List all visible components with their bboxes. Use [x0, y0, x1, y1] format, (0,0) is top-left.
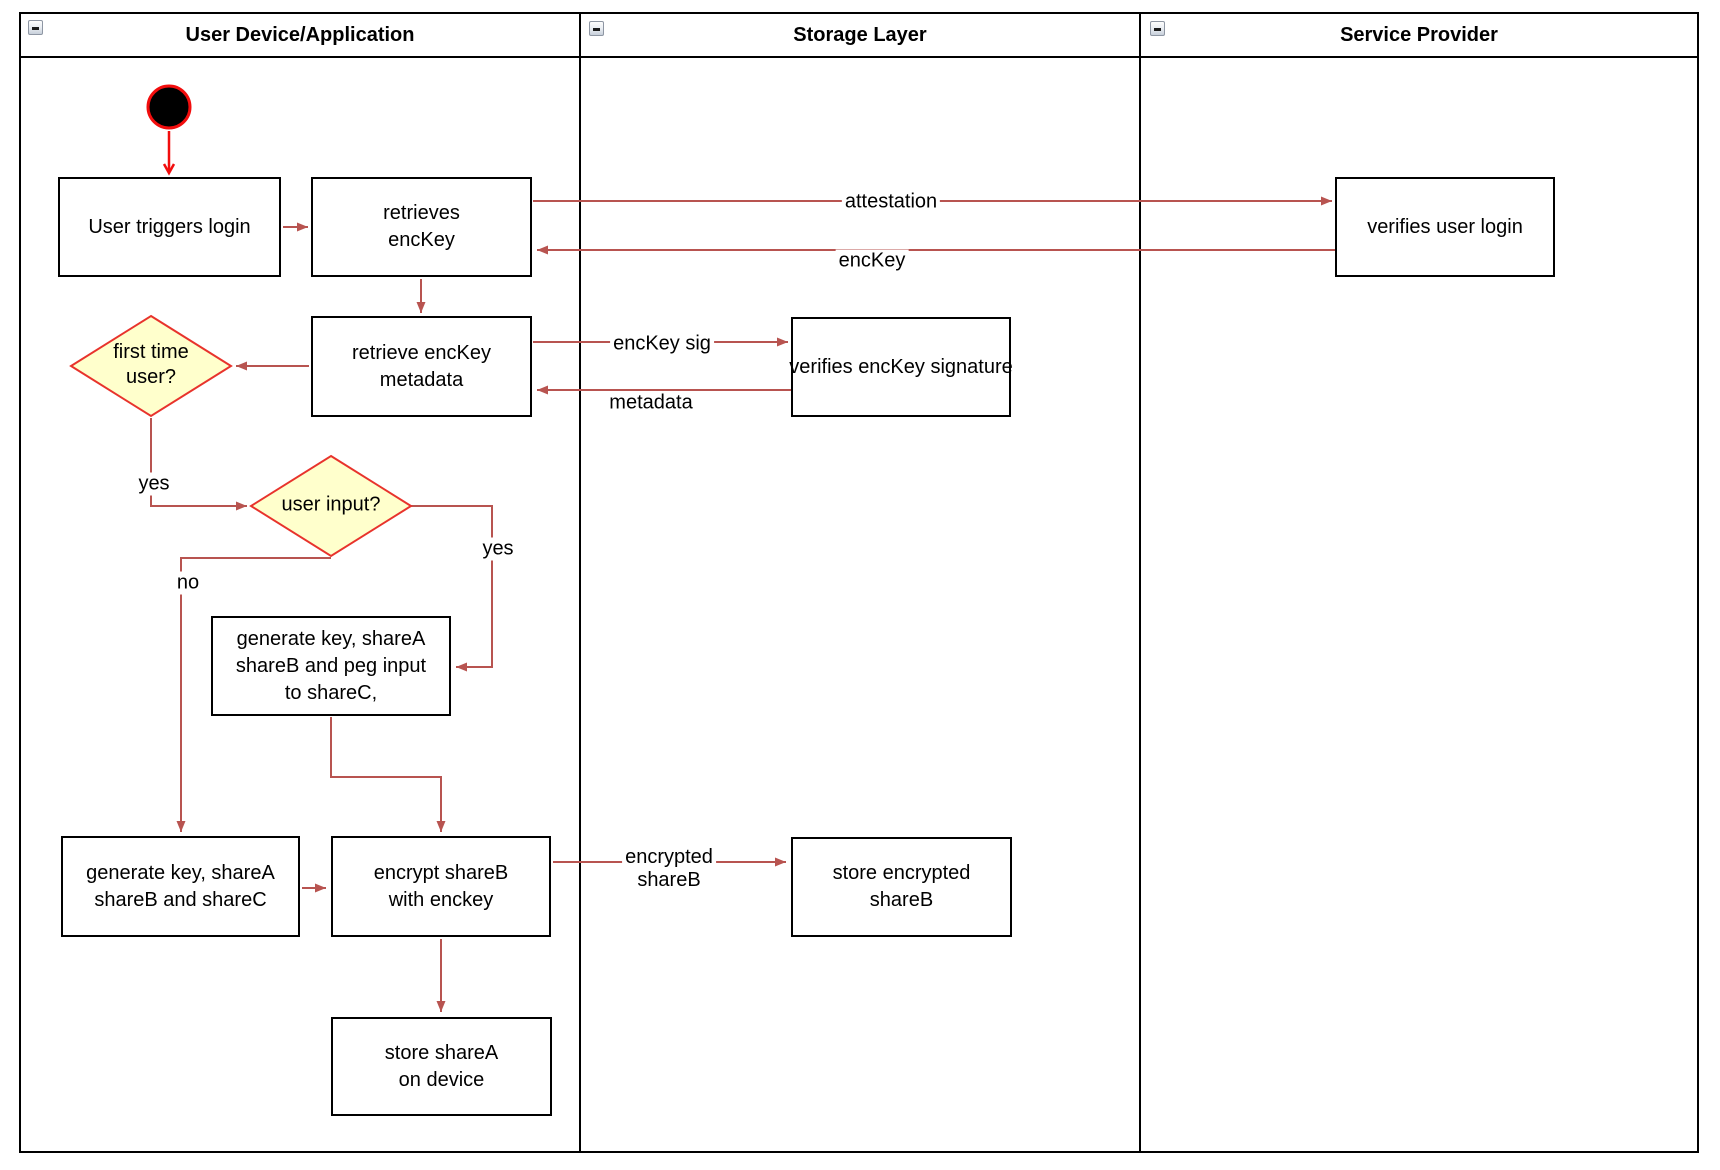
node-store-sharea[interactable]: store shareA on device	[331, 1017, 552, 1116]
edge-label-user-input-no: no	[173, 571, 203, 595]
decision-first-time-user[interactable]	[69, 314, 233, 418]
collapse-lane-1-icon[interactable]	[28, 20, 43, 35]
edge-firsttime-yes	[150, 418, 247, 511]
node-generate-key-abc[interactable]: generate key, shareA shareB and shareC	[61, 836, 300, 937]
edge-label-metadata: metadata	[609, 391, 693, 414]
node-encrypt-shareb[interactable]: encrypt shareB with enckey	[331, 836, 551, 937]
decision-first-time-user-label: first time user?	[113, 341, 189, 388]
edge-label-encrypted-shareb: encrypted shareB	[622, 846, 716, 892]
node-retrieve-enckey-metadata[interactable]: retrieve encKey metadata	[311, 316, 532, 417]
lane-title-service-provider: Service Provider	[1340, 23, 1498, 46]
lane-title-user-device: User Device/Application	[185, 23, 415, 46]
decision-user-input[interactable]	[249, 454, 413, 558]
node-generate-key-peg-input[interactable]: generate key, shareA shareB and peg inpu…	[211, 616, 451, 716]
start-node[interactable]	[146, 84, 192, 130]
collapse-lane-3-icon[interactable]	[1150, 21, 1165, 36]
node-store-encrypted-shareb[interactable]: store encrypted shareB	[791, 837, 1012, 937]
edge-label-enckey: encKey	[835, 249, 909, 273]
edge-label-enckey-sig: encKey sig	[610, 332, 714, 356]
edge-peg-to-encrypt	[330, 717, 446, 832]
node-verifies-user-login[interactable]: verifies user login	[1335, 177, 1555, 277]
edge-label-first-time-yes: yes	[135, 472, 173, 496]
lane-title-storage-layer: Storage Layer	[793, 23, 927, 46]
edge-label-user-input-yes: yes	[479, 537, 517, 561]
edge-label-attestation: attestation	[841, 190, 941, 214]
swimlane-pool	[19, 12, 1699, 1153]
edge-userinput-yes	[411, 505, 493, 672]
edge-userinput-no	[176, 557, 331, 832]
decision-user-input-label: user input?	[281, 493, 381, 516]
node-user-triggers-login[interactable]: User triggers login	[58, 177, 281, 277]
collapse-lane-2-icon[interactable]	[589, 21, 604, 36]
node-retrieves-enckey[interactable]: retrieves encKey	[311, 177, 532, 277]
pool-border	[19, 12, 1699, 1153]
node-verifies-enckey-signature[interactable]: verifies encKey signature	[789, 317, 1013, 417]
